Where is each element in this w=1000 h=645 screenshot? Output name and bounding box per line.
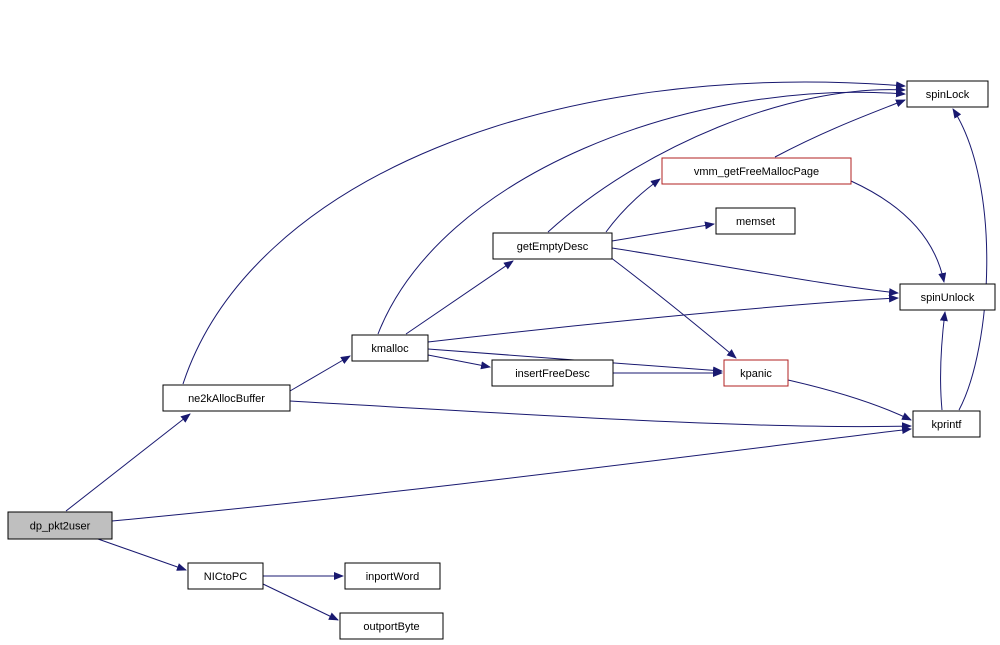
- edge-kprintf-to-spinUnlock: [939, 311, 948, 411]
- node-kprintf[interactable]: kprintf: [912, 410, 981, 438]
- edge-dp_pkt2user-to-kprintf: [111, 426, 912, 522]
- node-label-outportByte: outportByte: [363, 621, 419, 633]
- edge-vmm_getFreeMallocPage-to-spinLock: [774, 99, 906, 158]
- edge-getEmptyDesc-to-vmm_getFreeMallocPage: [605, 178, 661, 233]
- node-box-spinUnlock[interactable]: [899, 283, 996, 311]
- node-box-getEmptyDesc[interactable]: [492, 232, 613, 260]
- node-spinUnlock[interactable]: spinUnlock: [899, 283, 996, 311]
- edge-kprintf-to-spinLock: [952, 108, 988, 411]
- node-kmalloc[interactable]: kmalloc: [351, 334, 429, 362]
- node-vmm_getFreeMallocPage[interactable]: vmm_getFreeMallocPage: [661, 157, 852, 185]
- node-box-kprintf[interactable]: [912, 410, 981, 438]
- node-ne2kAllocBuffer[interactable]: ne2kAllocBuffer: [162, 384, 291, 412]
- node-getEmptyDesc[interactable]: getEmptyDesc: [492, 232, 613, 260]
- edge-kmalloc-to-insertFreeDesc: [427, 354, 491, 370]
- edge-dp_pkt2user-to-ne2kAllocBuffer: [65, 413, 191, 512]
- node-insertFreeDesc[interactable]: insertFreeDesc: [491, 359, 614, 387]
- edge-kmalloc-to-spinUnlock: [427, 294, 899, 343]
- edge-getEmptyDesc-to-spinUnlock: [611, 247, 899, 297]
- node-label-spinLock: spinLock: [926, 89, 970, 101]
- node-label-vmm_getFreeMallocPage: vmm_getFreeMallocPage: [694, 166, 819, 178]
- node-box-dp_pkt2user[interactable]: [7, 511, 113, 540]
- node-label-kmalloc: kmalloc: [371, 343, 409, 355]
- edge-getEmptyDesc-to-memset: [611, 221, 715, 242]
- node-inportWord[interactable]: inportWord: [344, 562, 441, 590]
- node-box-spinLock[interactable]: [906, 80, 989, 108]
- node-kpanic[interactable]: kpanic: [723, 359, 789, 387]
- node-memset[interactable]: memset: [715, 207, 796, 235]
- node-box-vmm_getFreeMallocPage[interactable]: [661, 157, 852, 185]
- edge-getEmptyDesc-to-kpanic: [609, 256, 737, 359]
- edge-kpanic-to-kprintf: [787, 379, 912, 421]
- node-NICtoPC[interactable]: NICtoPC: [187, 562, 264, 590]
- node-label-insertFreeDesc: insertFreeDesc: [515, 368, 590, 380]
- edge-ne2kAllocBuffer-to-kprintf: [289, 400, 912, 431]
- node-box-kpanic[interactable]: [723, 359, 789, 387]
- node-box-memset[interactable]: [715, 207, 796, 235]
- node-label-getEmptyDesc: getEmptyDesc: [517, 241, 589, 253]
- edge-ne2kAllocBuffer-to-spinLock: [182, 81, 906, 385]
- node-label-inportWord: inportWord: [366, 571, 420, 583]
- node-label-ne2kAllocBuffer: ne2kAllocBuffer: [188, 393, 265, 405]
- edge-ne2kAllocBuffer-to-kmalloc: [289, 355, 351, 392]
- node-label-NICtoPC: NICtoPC: [204, 571, 247, 583]
- node-dp_pkt2user[interactable]: dp_pkt2user: [7, 511, 113, 540]
- node-box-insertFreeDesc[interactable]: [491, 359, 614, 387]
- node-box-inportWord[interactable]: [344, 562, 441, 590]
- edge-dp_pkt2user-to-NICtoPC: [97, 538, 187, 571]
- node-label-dp_pkt2user: dp_pkt2user: [30, 521, 91, 533]
- edge-vmm_getFreeMallocPage-to-spinUnlock: [850, 180, 947, 283]
- node-box-outportByte[interactable]: [339, 612, 444, 640]
- node-label-kprintf: kprintf: [932, 419, 963, 431]
- node-outportByte[interactable]: outportByte: [339, 612, 444, 640]
- node-label-spinUnlock: spinUnlock: [921, 292, 975, 304]
- node-label-memset: memset: [736, 216, 775, 228]
- node-label-kpanic: kpanic: [740, 368, 772, 380]
- node-box-ne2kAllocBuffer[interactable]: [162, 384, 291, 412]
- edge-kmalloc-to-spinLock: [377, 89, 906, 335]
- node-box-kmalloc[interactable]: [351, 334, 429, 362]
- node-spinLock[interactable]: spinLock: [906, 80, 989, 108]
- node-box-NICtoPC[interactable]: [187, 562, 264, 590]
- edge-NICtoPC-to-outportByte: [262, 583, 339, 621]
- edge-getEmptyDesc-to-spinLock: [547, 85, 906, 233]
- edge-kmalloc-to-getEmptyDesc: [405, 260, 514, 335]
